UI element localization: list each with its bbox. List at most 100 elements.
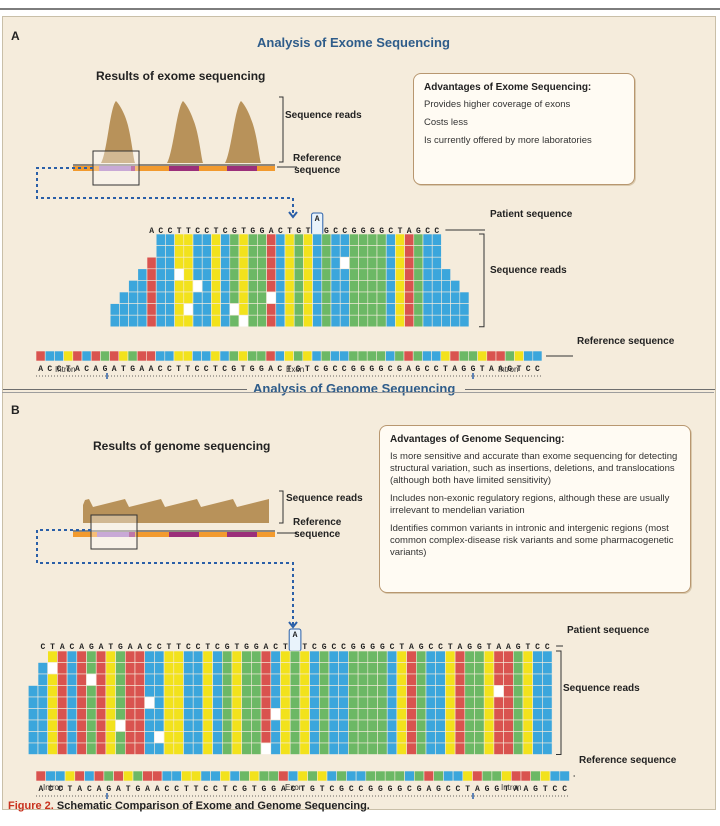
read-cell — [321, 256, 332, 270]
reference-base-letter: G — [471, 365, 476, 374]
read-cell — [522, 685, 533, 698]
read-cell — [376, 233, 387, 246]
exome-advantage-item: Provides higher coverage of exons — [424, 99, 571, 110]
read-cell — [377, 742, 388, 755]
read-cell — [86, 662, 97, 675]
exon-segment — [169, 166, 199, 171]
read-cell — [338, 673, 349, 686]
read-cell — [173, 650, 184, 663]
reference-cell — [514, 350, 524, 362]
read-cell — [134, 673, 145, 686]
read-cell — [474, 742, 485, 755]
read-cell — [165, 233, 175, 246]
reference-cell — [258, 770, 270, 782]
read-cell — [251, 650, 262, 663]
read-cell — [367, 685, 378, 698]
read-cell — [348, 708, 359, 721]
read-cell — [134, 696, 145, 709]
read-cell — [238, 303, 249, 316]
read-cell — [231, 708, 242, 721]
read-cell — [76, 673, 87, 686]
read-cell — [441, 268, 451, 281]
genome-sequence-reads-label: Sequence reads — [286, 493, 363, 504]
coverage-peak — [167, 101, 203, 163]
reference-cell — [394, 350, 405, 362]
reference-base-letter: A — [139, 365, 144, 374]
read-cell — [328, 685, 339, 698]
read-cell — [115, 731, 126, 744]
read-cell — [396, 662, 407, 675]
read-cell — [474, 673, 485, 686]
panel-letter-a: A — [11, 29, 20, 43]
sequence-reads-bracket — [279, 490, 284, 524]
read-cell — [312, 245, 323, 258]
read-cell — [512, 708, 524, 721]
read-cell — [512, 685, 524, 698]
read-cell — [128, 291, 139, 304]
read-cell — [163, 742, 175, 755]
read-cell — [474, 662, 485, 675]
reference-cell — [181, 770, 192, 782]
read-cell — [134, 650, 145, 663]
read-cell — [280, 673, 291, 686]
read-cell — [415, 719, 427, 732]
read-cell — [275, 256, 286, 270]
read-cell — [377, 708, 388, 721]
read-cell — [483, 662, 495, 675]
reference-base-letter: C — [47, 365, 52, 374]
read-cell — [57, 662, 68, 675]
reference-cell — [375, 770, 386, 782]
read-cell — [330, 233, 341, 246]
read-cell — [27, 685, 39, 698]
patient-base-letter: C — [341, 643, 346, 652]
read-cell — [66, 742, 78, 755]
read-cell — [192, 245, 203, 258]
read-cell — [238, 280, 249, 293]
reference-cell — [443, 770, 454, 782]
read-cell — [222, 742, 233, 755]
reference-cell — [247, 350, 258, 362]
reference-cell — [182, 350, 193, 362]
read-cell — [445, 719, 456, 732]
reference-base-letter: T — [194, 785, 199, 794]
read-cell — [303, 233, 313, 246]
read-cell — [357, 731, 369, 744]
patient-base-letter: G — [296, 227, 301, 236]
read-cell — [404, 291, 415, 304]
reference-cell — [72, 350, 83, 362]
read-cell — [95, 685, 107, 698]
read-cell — [105, 673, 116, 686]
read-cell — [238, 256, 249, 270]
read-cell — [348, 662, 359, 675]
read-cell — [404, 303, 415, 316]
patient-base-letter: C — [312, 643, 317, 652]
read-cell — [260, 685, 272, 698]
reference-base-letter: T — [287, 365, 292, 374]
read-cell — [367, 291, 378, 304]
read-cell — [192, 280, 203, 293]
read-cell — [358, 314, 369, 328]
read-cell — [222, 650, 233, 663]
read-cell — [396, 696, 407, 709]
patient-base-letter: A — [407, 227, 412, 236]
read-cell — [231, 662, 242, 675]
read-cell — [280, 708, 291, 721]
read-cell — [395, 314, 405, 328]
genome-intron-label-right: Intron — [501, 783, 522, 792]
reference-cell — [336, 770, 347, 782]
read-cell — [431, 256, 442, 270]
read-cell — [445, 673, 456, 686]
reference-cell — [440, 350, 451, 362]
read-cell — [367, 233, 378, 246]
read-cell — [542, 742, 553, 755]
reference-base-letter: A — [155, 785, 160, 794]
reference-base-letter: C — [222, 365, 227, 374]
read-cell — [422, 268, 433, 281]
read-cell — [251, 673, 262, 686]
reference-base-letter: C — [425, 365, 430, 374]
patient-base-letter: T — [241, 227, 246, 236]
reference-base-letter: G — [360, 365, 365, 374]
read-cell — [270, 685, 281, 698]
read-cell — [183, 268, 194, 281]
reference-cell — [462, 770, 473, 782]
